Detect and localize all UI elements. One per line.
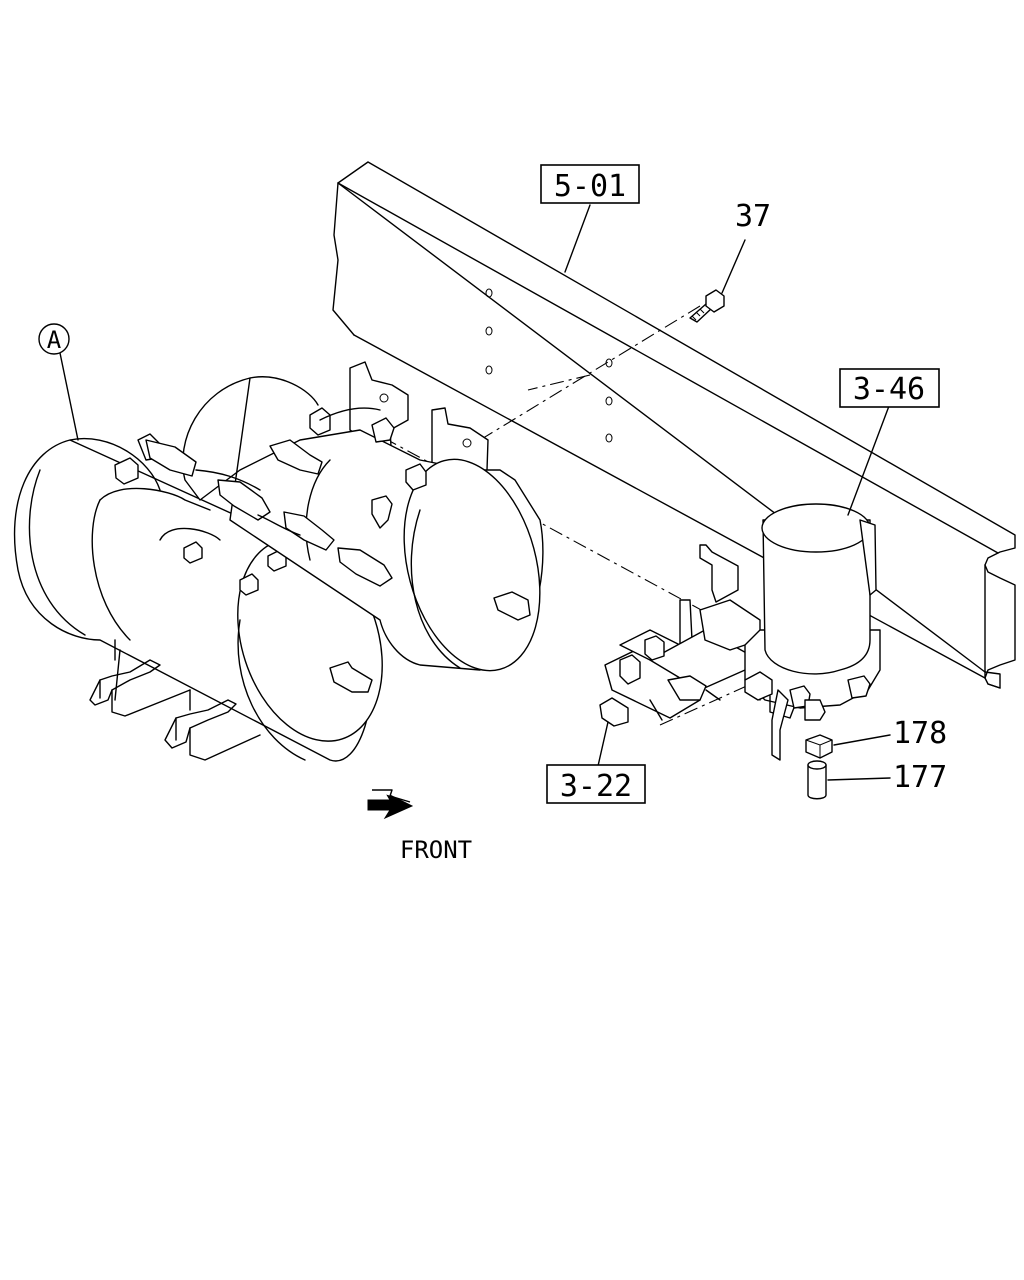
bolt-37 bbox=[689, 289, 725, 323]
ref-label-5-01: 5-01 bbox=[540, 164, 640, 204]
ref-label-3-46: 3-46 bbox=[839, 368, 940, 408]
tank-connecting-valves bbox=[145, 407, 393, 587]
view-marker-a: A bbox=[38, 323, 70, 355]
front-direction-arrow bbox=[367, 789, 414, 820]
ref-label-3-22: 3-22 bbox=[546, 764, 646, 804]
part-number-178: 178 bbox=[893, 716, 947, 751]
front-label: FRONT bbox=[400, 836, 472, 864]
label-leaders bbox=[59, 204, 891, 781]
valve-manifold-assembly bbox=[599, 544, 761, 727]
part-number-177: 177 bbox=[893, 760, 947, 795]
svg-text:3-46: 3-46 bbox=[853, 372, 925, 407]
air-tank-second bbox=[182, 376, 544, 672]
air-dryer bbox=[744, 503, 881, 761]
tank-cradles bbox=[89, 639, 261, 761]
svg-text:3-22: 3-22 bbox=[560, 769, 632, 804]
part-178-nut bbox=[805, 734, 833, 759]
part-177-sleeve bbox=[807, 760, 827, 800]
svg-text:A: A bbox=[47, 326, 62, 354]
svg-text:5-01: 5-01 bbox=[554, 169, 626, 204]
part-number-37: 37 bbox=[735, 199, 771, 234]
